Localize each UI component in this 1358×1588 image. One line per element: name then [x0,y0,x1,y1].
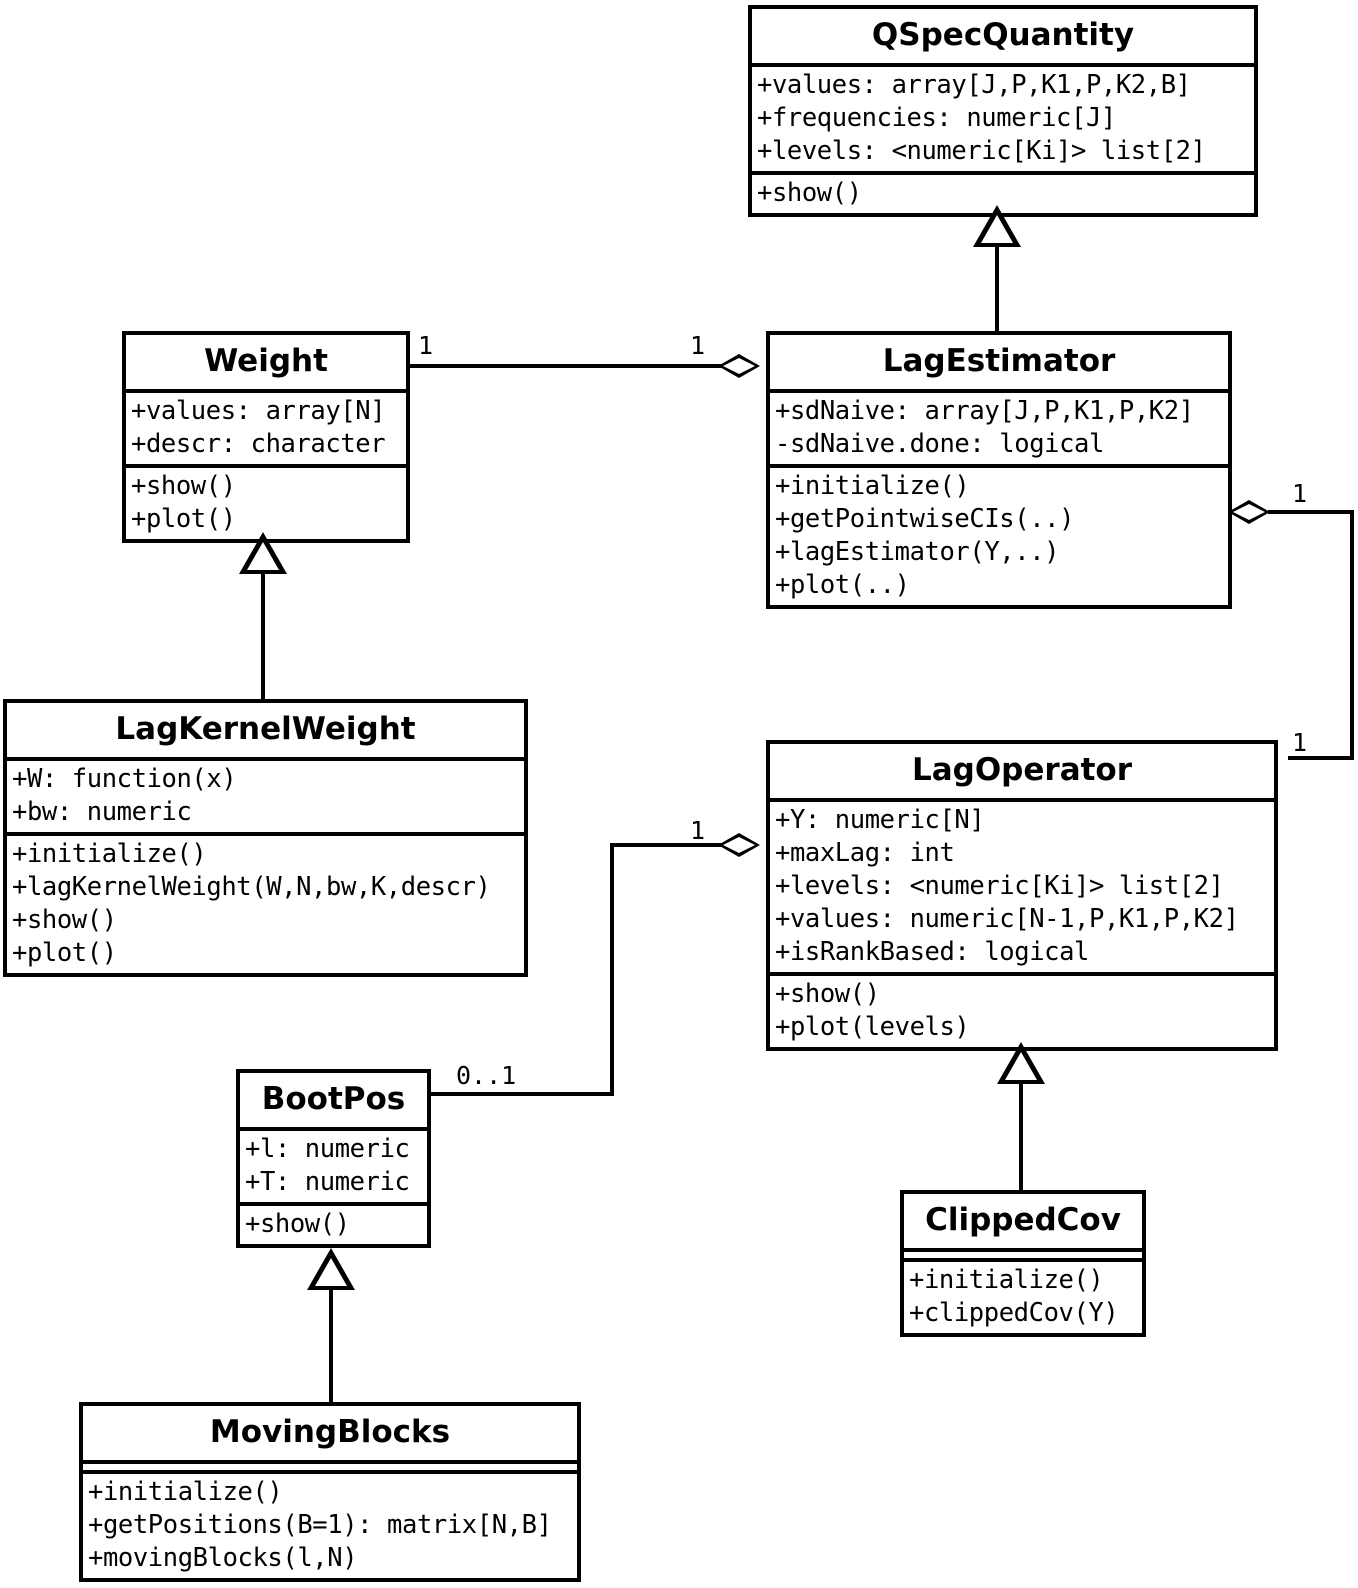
methods-lagoperator: +show() +plot(levels) [770,972,1274,1047]
attribute: +values: array[J,P,K1,P,K2,B] [757,70,1191,100]
multiplicity-lagestimator-end: 1 [690,331,706,360]
class-lagoperator[interactable]: LagOperator +Y: numeric[N] +maxLag: int … [766,740,1278,1051]
generalization-arrow-lagoperator [997,1042,1045,1084]
method: +initialize() [88,1477,283,1507]
class-clippedcov[interactable]: ClippedCov +initialize() +clippedCov(Y) [900,1190,1146,1337]
attribute: +levels: <numeric[Ki]> list[2] [757,136,1206,166]
methods-bootpos: +show() [240,1202,427,1244]
association-bootpos-lagoperator-top [610,843,722,847]
attribute: +T: numeric [245,1167,410,1197]
methods-qspecquantity: +show() [752,171,1254,213]
attribute: +sdNaive: array[J,P,K1,P,K2] [775,396,1194,426]
association-bootpos-lagoperator-bottom [428,1092,614,1096]
attribute: +W: function(x) [12,764,237,794]
method: +show() [775,979,880,1009]
method: +initialize() [909,1265,1104,1295]
attribute: +maxLag: int [775,838,955,868]
class-name-lagkernelweight: LagKernelWeight [115,711,416,747]
association-lagestimator-lagoperator-bottom [1288,756,1354,760]
attribute: +values: array[N] [131,396,386,426]
generalization-lagkernelweight-weight-line [261,572,265,702]
generalization-clippedcov-lagoperator-line [1019,1082,1023,1192]
association-lagestimator-lagoperator-top [1268,510,1354,514]
method: +getPointwiseCIs(..) [775,504,1075,534]
class-bootpos[interactable]: BootPos +l: numeric +T: numeric +show() [236,1069,431,1248]
attribute: +bw: numeric [12,797,192,827]
method: +initialize() [775,471,970,501]
method: +plot(..) [775,570,910,600]
method: +plot() [131,504,236,534]
attribute: +values: numeric[N-1,P,K1,P,K2] [775,904,1239,934]
attribute: +l: numeric [245,1134,410,1164]
class-name-clippedcov: ClippedCov [925,1202,1121,1238]
attributes-clippedcov [904,1248,1142,1258]
multiplicity-lagestimator-lagoperator-bottom: 1 [1292,728,1308,757]
attribute: +frequencies: numeric[J] [757,103,1116,133]
class-name-movingblocks: MovingBlocks [209,1414,451,1450]
class-name-lagoperator: LagOperator [911,752,1133,788]
attributes-weight: +values: array[N] +descr: character [126,389,406,464]
attributes-bootpos: +l: numeric +T: numeric [240,1127,427,1202]
method: +getPositions(B=1): matrix[N,B] [88,1510,552,1540]
method: +clippedCov(Y) [909,1298,1119,1328]
attributes-lagestimator: +sdNaive: array[J,P,K1,P,K2] -sdNaive.do… [770,389,1228,464]
association-bootpos-lagoperator-vertical [610,843,614,1096]
method: +show() [757,178,862,208]
method: +show() [12,905,117,935]
method: +lagKernelWeight(W,N,bw,K,descr) [12,872,491,902]
class-name-weight: Weight [204,343,328,379]
class-movingblocks[interactable]: MovingBlocks +initialize() +getPositions… [79,1402,581,1582]
generalization-arrow-weight [239,532,287,574]
class-weight[interactable]: Weight +values: array[N] +descr: charact… [122,331,410,543]
association-lagestimator-lagoperator-right [1350,510,1354,760]
class-lagestimator[interactable]: LagEstimator +sdNaive: array[J,P,K1,P,K2… [766,331,1232,609]
methods-weight: +show() +plot() [126,464,406,539]
attributes-qspecquantity: +values: array[J,P,K1,P,K2,B] +frequenci… [752,63,1254,171]
methods-clippedcov: +initialize() +clippedCov(Y) [904,1258,1142,1333]
class-name-qspecquantity: QSpecQuantity [871,17,1135,53]
methods-lagestimator: +initialize() +getPointwiseCIs(..) +lagE… [770,464,1228,605]
multiplicity-bootpos-end: 0..1 [456,1061,517,1090]
method: +plot() [12,938,117,968]
generalization-lagestimator-qspecquantity-line [995,243,999,337]
attribute: +descr: character [131,429,386,459]
method: +lagEstimator(Y,..) [775,537,1060,567]
attribute: -sdNaive.done: logical [775,429,1104,459]
class-lagkernelweight[interactable]: LagKernelWeight +W: function(x) +bw: num… [3,699,528,977]
methods-lagkernelweight: +initialize() +lagKernelWeight(W,N,bw,K,… [7,832,524,973]
multiplicity-lagoperator-end: 1 [690,816,706,845]
class-qspecquantity[interactable]: QSpecQuantity +values: array[J,P,K1,P,K2… [748,5,1258,217]
generalization-arrow-bootpos [307,1248,355,1290]
attributes-movingblocks [83,1460,577,1470]
method: +show() [131,471,236,501]
method: +plot(levels) [775,1012,970,1042]
attribute: +isRankBased: logical [775,937,1089,967]
association-weight-lagestimator-line [408,364,722,368]
attributes-lagoperator: +Y: numeric[N] +maxLag: int +levels: <nu… [770,798,1274,972]
method: +movingBlocks(l,N) [88,1543,358,1573]
generalization-arrow-qspecquantity [973,205,1021,247]
multiplicity-weight-end: 1 [418,331,434,360]
class-name-bootpos: BootPos [261,1081,406,1117]
attribute: +levels: <numeric[Ki]> list[2] [775,871,1224,901]
attributes-lagkernelweight: +W: function(x) +bw: numeric [7,757,524,832]
multiplicity-lagestimator-lagoperator-top: 1 [1292,479,1308,508]
method: +show() [245,1209,350,1239]
class-name-lagestimator: LagEstimator [882,343,1116,379]
generalization-movingblocks-bootpos-line [329,1290,333,1406]
method: +initialize() [12,839,207,869]
methods-movingblocks: +initialize() +getPositions(B=1): matrix… [83,1470,577,1578]
attribute: +Y: numeric[N] [775,805,985,835]
